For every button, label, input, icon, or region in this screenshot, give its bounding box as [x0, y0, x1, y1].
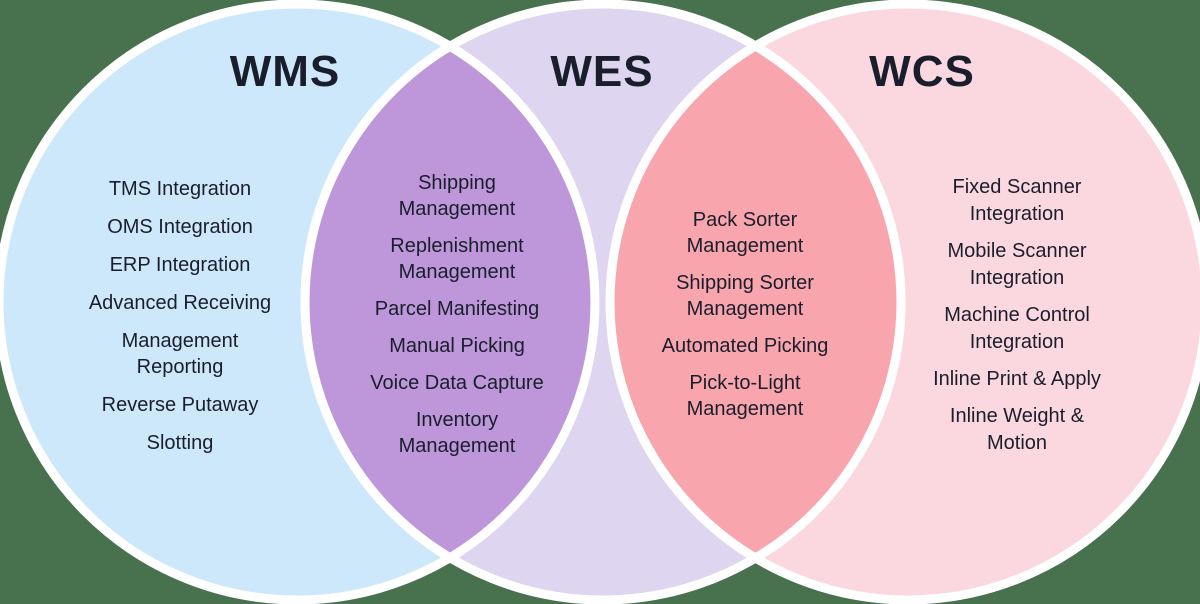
- list-item: Automated Picking: [630, 333, 860, 359]
- item-line: Advanced Receiving: [88, 292, 272, 314]
- list-item: Parcel Manifesting: [342, 296, 572, 322]
- item-line: ERP Integration: [109, 254, 251, 276]
- wcs-title: WCS: [869, 47, 975, 96]
- item-line: Pick-to-Light: [689, 372, 801, 394]
- wes-wcs-overlap-lens: [605, 40, 906, 564]
- item-line: Motion: [986, 432, 1048, 454]
- item-line: Management: [398, 435, 516, 457]
- list-item: Reverse Putaway: [70, 392, 290, 418]
- list-item: Inline Weight & Motion: [897, 403, 1137, 457]
- item-line: Slotting: [146, 432, 214, 454]
- item-line: Reporting: [136, 356, 224, 378]
- item-line: Shipping: [418, 172, 496, 194]
- item-line: Management: [686, 235, 804, 257]
- item-line: Mobile Scanner: [947, 240, 1087, 262]
- item-line: Management: [686, 398, 804, 420]
- item-line: Replenishment: [390, 235, 524, 257]
- item-line: Integration: [969, 267, 1065, 289]
- list-item: Slotting: [70, 430, 290, 456]
- item-line: Integration: [969, 203, 1065, 225]
- item-line: Reverse Putaway: [101, 394, 259, 416]
- wms-title: WMS: [229, 47, 341, 96]
- item-line: Inventory: [415, 409, 499, 431]
- item-line: TMS Integration: [108, 178, 252, 200]
- item-line: Pack Sorter: [692, 209, 798, 231]
- item-line: Management: [398, 261, 516, 283]
- item-line: Management: [398, 198, 516, 220]
- item-line: Management: [686, 298, 804, 320]
- item-line: Inline Print & Apply: [933, 368, 1101, 390]
- list-item: ERP Integration: [70, 252, 290, 278]
- item-line: Machine Control: [944, 304, 1090, 326]
- list-item: Advanced Receiving: [70, 290, 290, 316]
- item-line: OMS Integration: [107, 216, 253, 238]
- item-line: Management: [121, 330, 239, 352]
- list-item: OMS Integration: [70, 214, 290, 240]
- item-line: Automated Picking: [661, 335, 829, 357]
- item-line: Parcel Manifesting: [374, 298, 540, 320]
- list-item: TMS Integration: [70, 176, 290, 202]
- item-line: Integration: [969, 331, 1065, 353]
- list-item: Inline Print & Apply: [897, 366, 1137, 393]
- wes-title: WES: [550, 47, 654, 96]
- item-line: Voice Data Capture: [370, 372, 544, 394]
- list-item: Voice Data Capture: [342, 370, 572, 396]
- item-line: Manual Picking: [389, 335, 525, 357]
- list-item: Manual Picking: [342, 333, 572, 359]
- item-line: Fixed Scanner: [952, 176, 1082, 198]
- item-line: Inline Weight &: [949, 405, 1085, 427]
- item-line: Shipping Sorter: [676, 272, 814, 294]
- wms-wes-overlap-lens: [300, 41, 600, 563]
